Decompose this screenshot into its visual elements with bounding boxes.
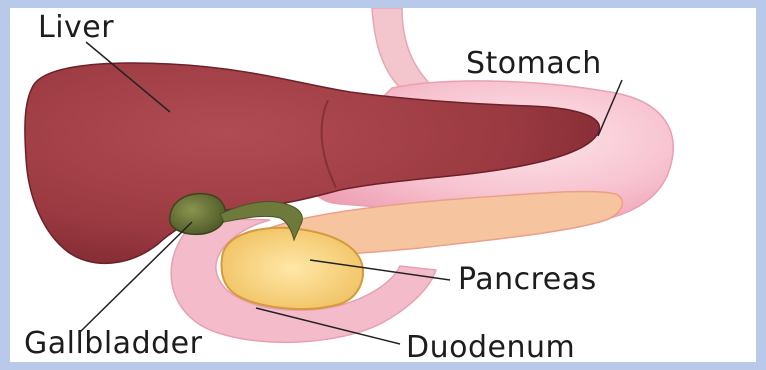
pancreas-label: Pancreas (458, 262, 597, 297)
gallbladder-label: Gallbladder (24, 326, 202, 361)
digestive-organs-illustration (10, 8, 756, 362)
duodenum-label: Duodenum (406, 330, 575, 362)
liver-label: Liver (38, 10, 114, 45)
esophagus-shape (372, 8, 430, 90)
stomach-label: Stomach (466, 46, 602, 81)
diagram-panel: Liver Stomach Pancreas Gallbladder Duode… (10, 8, 756, 362)
